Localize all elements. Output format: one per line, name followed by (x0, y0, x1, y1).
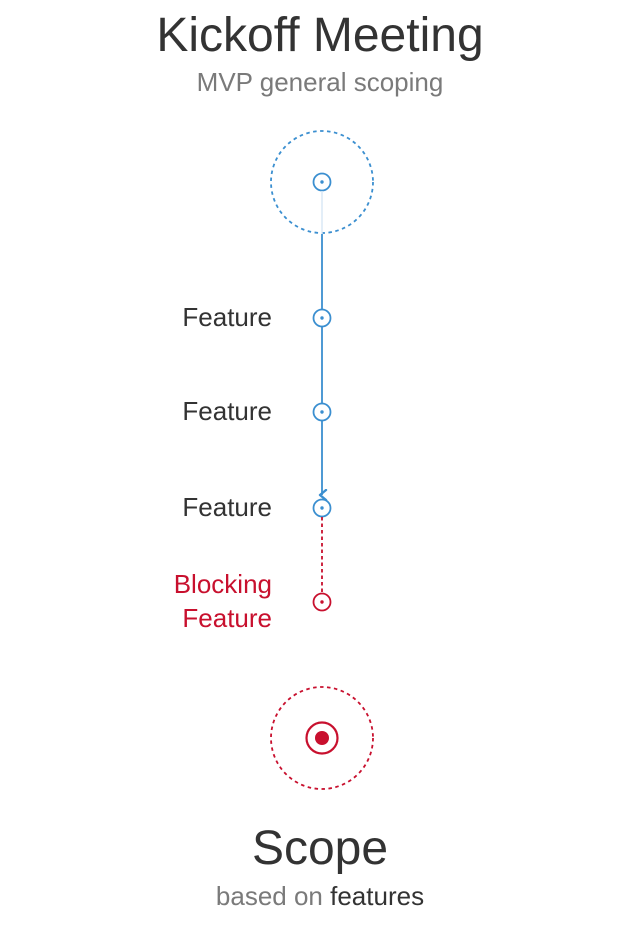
step-label-feature-2: Feature (182, 396, 272, 426)
feature-node-icon (312, 308, 332, 328)
page-title: Kickoff Meeting (156, 9, 484, 62)
step-label-feature-3: Feature (182, 492, 272, 522)
feature-node-icon (312, 498, 332, 518)
step-label-feature-1: Feature (182, 302, 272, 332)
page-subtitle: MVP general scoping (196, 67, 444, 97)
scope-target-icon (270, 686, 374, 790)
scope-caption: based on features (0, 880, 640, 912)
step-label-blocking-line2: Feature (182, 603, 272, 633)
scope-caption-strong: features (330, 881, 425, 911)
step-label-blocking-line1: Blocking (173, 569, 272, 599)
feature-node-icon (312, 402, 332, 422)
blocking-node-icon (312, 592, 332, 612)
scope-title: Scope (251, 822, 389, 875)
scope-caption-prefix: based on (215, 881, 323, 911)
